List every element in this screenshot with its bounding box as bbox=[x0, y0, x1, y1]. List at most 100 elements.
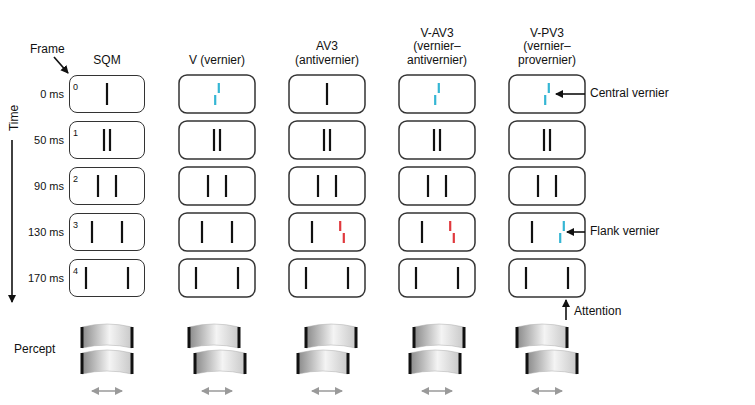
vernier-line bbox=[214, 95, 216, 105]
stimulus-frame bbox=[179, 213, 255, 251]
percept-edge bbox=[131, 327, 134, 348]
motion-arrow bbox=[422, 390, 452, 392]
stimulus-line bbox=[525, 267, 527, 289]
stimulus-frame bbox=[509, 213, 585, 251]
percept-edge bbox=[244, 353, 247, 374]
stimulus-line bbox=[317, 175, 319, 197]
stimulus-frame bbox=[179, 75, 255, 113]
frame-box: 0 bbox=[69, 75, 145, 113]
annotation: Flank vernier bbox=[590, 225, 659, 239]
percept-edge bbox=[81, 327, 84, 348]
stimulus-frame bbox=[399, 75, 475, 113]
stimulus-line bbox=[531, 221, 533, 243]
antivernier-line bbox=[343, 233, 345, 243]
percept-band bbox=[189, 324, 239, 348]
stimulus-line bbox=[97, 175, 99, 197]
stimulus-lines bbox=[86, 83, 568, 289]
time-label: 90 ms bbox=[34, 180, 64, 193]
frame-box: 4 bbox=[69, 259, 145, 297]
stimulus-line bbox=[103, 129, 105, 151]
percept-edge bbox=[463, 327, 466, 348]
stimulus-line bbox=[311, 221, 313, 243]
frame-box: 2 bbox=[69, 167, 145, 205]
annotation: Central vernier bbox=[590, 87, 669, 101]
motion-arrow bbox=[92, 390, 122, 392]
stimulus-frame bbox=[399, 121, 475, 159]
motion-arrow bbox=[532, 390, 562, 392]
column-header: SQM bbox=[77, 54, 137, 68]
stimulus-line bbox=[195, 267, 197, 289]
time-label: 170 ms bbox=[28, 272, 64, 285]
stimulus-line bbox=[347, 267, 349, 289]
stimulus-line bbox=[305, 267, 307, 289]
motion-arrow bbox=[312, 390, 342, 392]
frame-pointer bbox=[54, 57, 68, 73]
stimulus-frame bbox=[399, 259, 475, 297]
stimulus-line bbox=[335, 175, 337, 197]
stimulus-frame bbox=[509, 121, 585, 159]
percept-edge bbox=[347, 353, 350, 374]
stimulus-line bbox=[225, 175, 227, 197]
percept-band bbox=[306, 324, 356, 348]
column-header: V-AV3 (vernier– antivernier) bbox=[399, 27, 475, 68]
percept-edge bbox=[188, 327, 191, 348]
vernier-line bbox=[434, 95, 436, 105]
stimulus-line bbox=[445, 175, 447, 197]
stimulus-line bbox=[543, 129, 545, 151]
percept-edge bbox=[576, 353, 579, 374]
column-header: V-PV3 (vernier– provernier) bbox=[509, 27, 585, 68]
stimulus-line bbox=[555, 175, 557, 197]
percept-illustrations bbox=[82, 324, 577, 391]
percept-band bbox=[82, 324, 132, 348]
stimulus-line bbox=[219, 129, 221, 151]
stimulus-line bbox=[231, 221, 233, 243]
stimulus-line bbox=[213, 129, 215, 151]
stimulus-line bbox=[427, 175, 429, 197]
stimulus-frame bbox=[399, 167, 475, 205]
percept-edge bbox=[194, 353, 197, 374]
frame-box: 1 bbox=[69, 121, 145, 159]
stimulus-frame bbox=[289, 167, 365, 205]
stimulus-frames bbox=[179, 75, 585, 297]
percept-edge bbox=[459, 353, 462, 374]
row-label: Percept bbox=[14, 343, 55, 357]
stimulus-line bbox=[121, 221, 123, 243]
percept-edge bbox=[413, 327, 416, 348]
percept-edge bbox=[566, 327, 569, 348]
percept-edge bbox=[516, 327, 519, 348]
stimulus-line bbox=[207, 175, 209, 197]
pointer-arrows bbox=[12, 57, 585, 320]
stimulus-line bbox=[85, 267, 87, 289]
frame-number: 2 bbox=[70, 173, 78, 184]
time-label: 130 ms bbox=[28, 226, 64, 239]
percept-edge bbox=[305, 327, 308, 348]
percept-band bbox=[298, 350, 348, 374]
stimulus-frame bbox=[289, 121, 365, 159]
stimulus-frame bbox=[509, 75, 585, 113]
frame-number: 4 bbox=[70, 265, 78, 276]
vernier-line bbox=[438, 83, 440, 93]
vernier-line bbox=[559, 233, 561, 243]
column-header: AV3 (antivernier) bbox=[289, 40, 365, 68]
stimulus-line bbox=[237, 267, 239, 289]
vernier-line bbox=[544, 95, 546, 105]
flank-vernier-pointer bbox=[567, 231, 585, 233]
stimulus-line bbox=[433, 129, 435, 151]
stimulus-line bbox=[457, 267, 459, 289]
stimulus-line bbox=[201, 221, 203, 243]
percept-edge bbox=[297, 353, 300, 374]
stimulus-frame bbox=[509, 167, 585, 205]
stimulus-line bbox=[439, 129, 441, 151]
frame-label: Frame bbox=[30, 43, 65, 57]
stimulus-frame bbox=[179, 167, 255, 205]
stimulus-frame bbox=[289, 259, 365, 297]
column-header: V (vernier) bbox=[189, 54, 245, 68]
annotation: Attention bbox=[574, 305, 621, 319]
percept-edge bbox=[526, 353, 529, 374]
stimulus-line bbox=[537, 175, 539, 197]
stimulus-line bbox=[329, 129, 331, 151]
percept-band bbox=[527, 350, 577, 374]
percept-band bbox=[414, 324, 464, 348]
vernier-line bbox=[548, 83, 550, 93]
stimulus-line bbox=[323, 129, 325, 151]
